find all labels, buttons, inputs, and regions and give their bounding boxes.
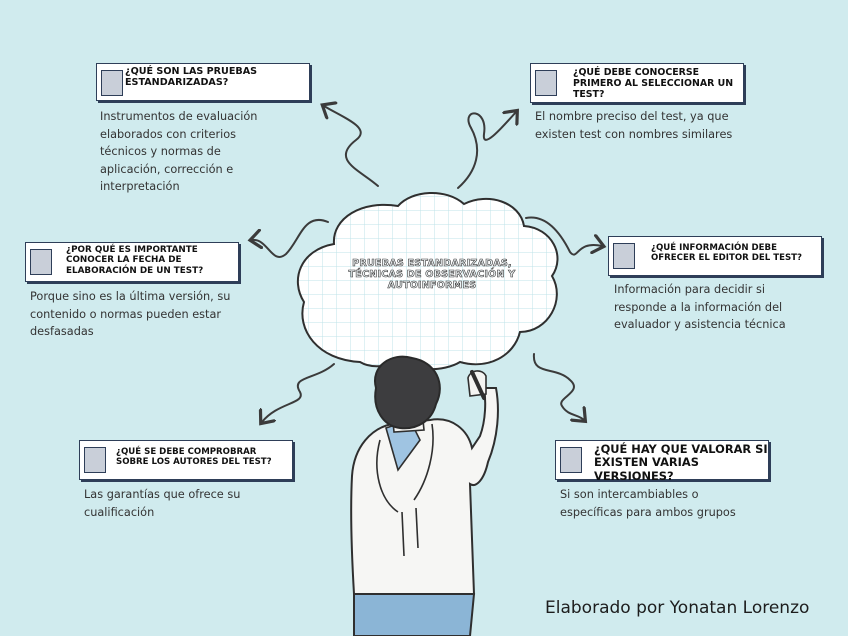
answer-text: Información para decidir si responde a l… <box>614 281 814 334</box>
question-text: ¿QUÉ HAY QUE VALORAR SI EXISTEN VARIAS V… <box>594 443 768 483</box>
question-box-3: ¿POR QUÉ ES IMPORTANTE CONOCER LA FECHA … <box>25 242 239 282</box>
question-text: ¿QUÉ SE DEBE COMPROBRAR SOBRE LOS AUTORE… <box>116 447 286 467</box>
answer-text: Instrumentos de evaluación elaborados co… <box>100 108 272 196</box>
answer-text: Porque sino es la última versión, su con… <box>30 288 242 341</box>
answer-text: Si son intercambiables o específicas par… <box>560 486 760 521</box>
question-box-6: ¿QUÉ HAY QUE VALORAR SI EXISTEN VARIAS V… <box>555 440 769 480</box>
checkbox-square-icon <box>613 243 635 269</box>
question-text: ¿POR QUÉ ES IMPORTANTE CONOCER LA FECHA … <box>66 245 238 276</box>
arrow-to-q2 <box>458 112 516 188</box>
question-text: ¿QUÉ DEBE CONOCERSE PRIMERO AL SELECCION… <box>573 67 738 100</box>
central-topic-title: PRUEBAS ESTANDARIZADAS, TÉCNICAS DE OBSE… <box>340 258 524 291</box>
answer-text: Las garantías que ofrece su cualificació… <box>84 486 264 521</box>
person-hair <box>375 357 440 429</box>
checkbox-square-icon <box>535 70 557 96</box>
author-credit: Elaborado por Yonatan Lorenzo <box>545 598 809 618</box>
question-box-4: ¿QUÉ INFORMACIÓN DEBE OFRECER EL EDITOR … <box>608 236 822 276</box>
checkbox-square-icon <box>30 249 52 275</box>
arrow-to-q5 <box>262 364 334 422</box>
checkbox-square-icon <box>560 447 582 473</box>
person-pants <box>354 594 474 636</box>
arrow-to-q6 <box>534 354 584 420</box>
question-text: ¿QUÉ INFORMACIÓN DEBE OFRECER EL EDITOR … <box>651 243 819 263</box>
arrow-to-q1 <box>324 106 378 186</box>
question-text: ¿QUÉ SON LAS PRUEBAS ESTANDARIZADAS? <box>125 66 300 89</box>
checkbox-square-icon <box>101 70 123 96</box>
checkbox-square-icon <box>84 447 106 473</box>
question-box-5: ¿QUÉ SE DEBE COMPROBRAR SOBRE LOS AUTORE… <box>79 440 293 480</box>
question-box-2: ¿QUÉ DEBE CONOCERSE PRIMERO AL SELECCION… <box>530 63 744 103</box>
question-box-1: ¿QUÉ SON LAS PRUEBAS ESTANDARIZADAS? <box>96 63 310 101</box>
person-illustration <box>351 357 498 636</box>
answer-text: El nombre preciso del test, ya que exist… <box>535 108 747 143</box>
